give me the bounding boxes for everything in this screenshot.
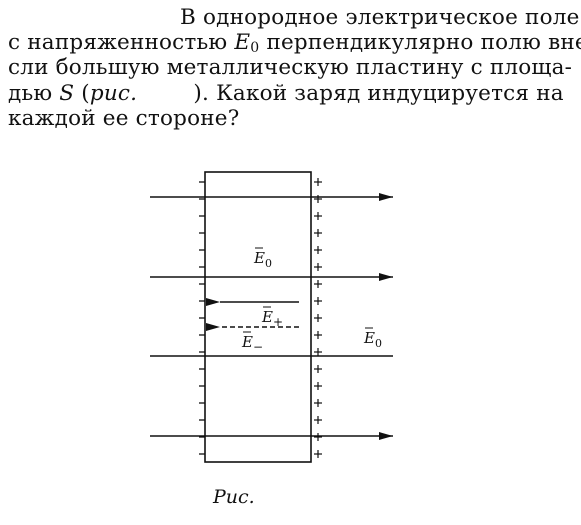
- positive-charge-mark: [314, 280, 322, 288]
- positive-charge-mark: [314, 382, 322, 390]
- positive-charge-mark: [314, 178, 322, 186]
- problem-line-5-text: каждой ее стороне?: [8, 106, 240, 131]
- label-e-minus: E −: [241, 331, 263, 354]
- label-e0-outside-subscript: 0: [375, 337, 382, 350]
- positive-charge-mark: [314, 246, 322, 254]
- label-e0-inside: E 0: [253, 247, 272, 270]
- field-symbol-e: E: [234, 30, 251, 55]
- problem-line-1: В однородное электрическое поле: [180, 6, 580, 30]
- problem-line-4-text-a: дью: [8, 81, 60, 106]
- problem-line-4-text-b: (: [74, 81, 90, 106]
- problem-line-2-text-b: перпендикулярно полю вне-: [259, 30, 581, 55]
- problem-line-4-text-c: ). Какой заряд индуцируется на: [137, 81, 564, 106]
- figure-caption: Рис.: [212, 486, 255, 508]
- positive-charge-mark: [314, 365, 322, 373]
- positive-charge-mark: [314, 263, 322, 271]
- problem-text: В однородное электрическое поле с напряж…: [0, 0, 581, 140]
- problem-line-4: дью S (рис. ). Какой заряд индуцируется …: [8, 82, 564, 106]
- positive-charge-mark: [314, 297, 322, 305]
- label-e0-outside: E 0: [363, 327, 382, 350]
- problem-line-2-text-a: с напряженностью: [8, 30, 235, 55]
- label-e-minus-letter: E: [241, 333, 253, 351]
- positive-charge-mark: [314, 314, 322, 322]
- metal-plate: [204, 171, 312, 463]
- label-e-minus-subscript: −: [253, 340, 263, 354]
- positive-charge-mark: [314, 195, 322, 203]
- positive-charge-mark: [314, 433, 322, 441]
- problem-line-5: каждой ее стороне?: [8, 107, 239, 131]
- positive-charge-mark: [314, 331, 322, 339]
- positive-charge-mark: [314, 399, 322, 407]
- positive-charge-mark: [314, 416, 322, 424]
- problem-line-3: сли большую металлическую пластину с пло…: [8, 56, 572, 80]
- label-e-plus: E +: [261, 306, 283, 329]
- label-e0-inside-subscript: 0: [265, 257, 272, 270]
- label-e-plus-subscript: +: [273, 315, 283, 329]
- negative-charge-marks: [199, 181, 205, 455]
- problem-line-1-text: В однородное электрическое поле: [180, 5, 580, 30]
- area-symbol-s: S: [59, 81, 75, 106]
- label-e-plus-letter: E: [261, 308, 273, 326]
- positive-charge-mark: [314, 348, 322, 356]
- label-e0-inside-letter: E: [253, 249, 265, 267]
- positive-charge-mark: [314, 212, 322, 220]
- field-symbol-subscript: 0: [250, 40, 260, 56]
- label-e0-outside-letter: E: [363, 329, 375, 347]
- positive-charge-mark: [314, 450, 322, 458]
- positive-charge-mark: [314, 229, 322, 237]
- positive-charge-marks: [314, 178, 322, 458]
- figure-reference: рис.: [89, 81, 138, 106]
- problem-line-2: с напряженностью E0 перпендикулярно полю…: [8, 31, 581, 60]
- problem-line-3-text: сли большую металлическую пластину с пло…: [8, 55, 573, 80]
